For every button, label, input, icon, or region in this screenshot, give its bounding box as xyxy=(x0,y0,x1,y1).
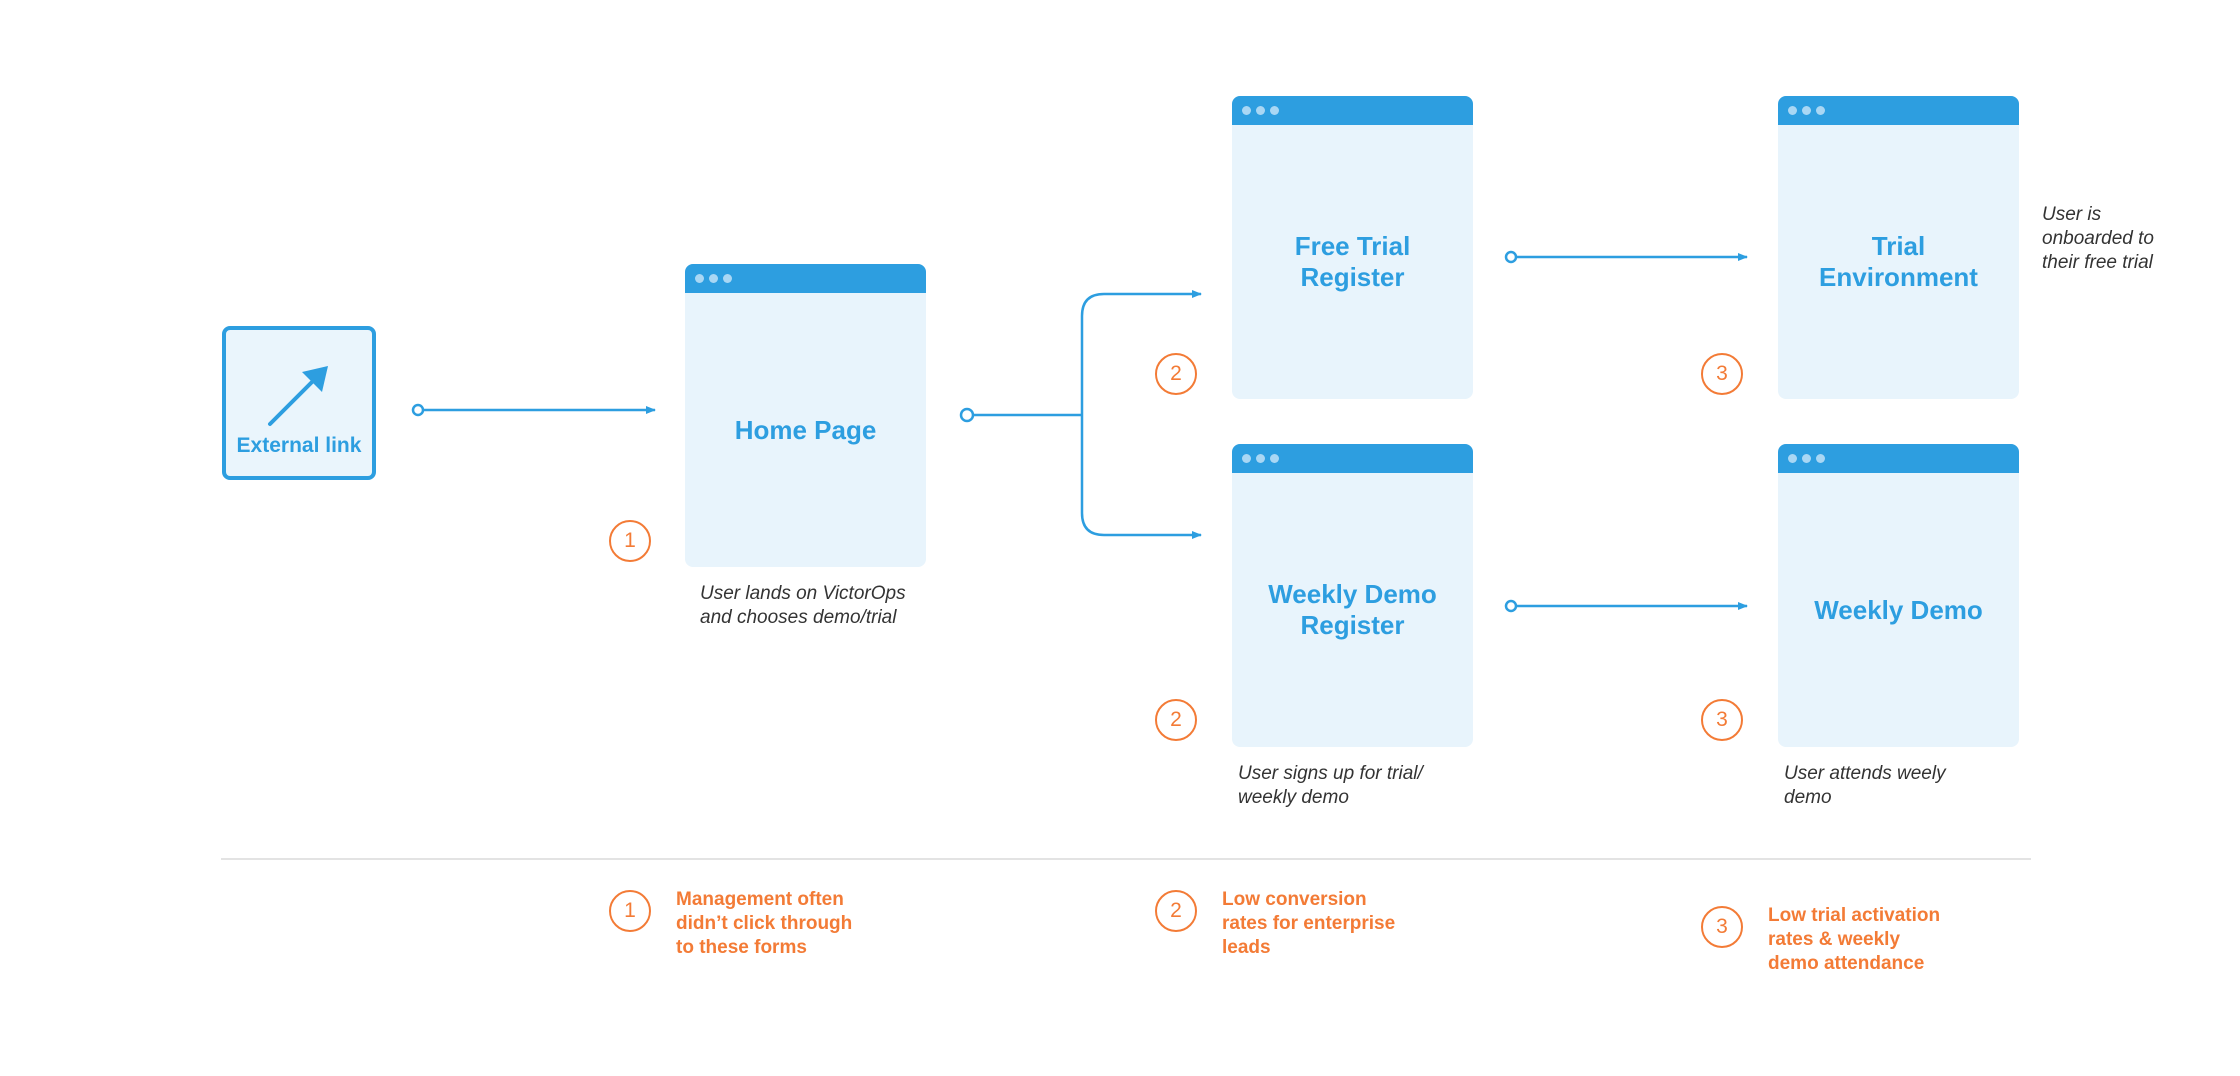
home-page-title: Home Page xyxy=(734,414,877,445)
window-titlebar xyxy=(1232,444,1473,473)
weekly-demo-register-step-badge: 2 xyxy=(1155,699,1197,741)
trial-environment-window: Trial Environment xyxy=(1778,96,2019,399)
weekly-demo-window: Weekly Demo xyxy=(1778,444,2019,747)
note-1-badge: 1 xyxy=(609,890,651,932)
note-3-badge: 3 xyxy=(1701,906,1743,948)
window-dot-icon xyxy=(1270,454,1279,463)
weekly-demo-step-badge: 3 xyxy=(1701,699,1743,741)
window-dot-icon xyxy=(1242,454,1251,463)
window-dot-icon xyxy=(723,274,732,283)
window-dot-icon xyxy=(1802,454,1811,463)
window-dot-icon xyxy=(1270,106,1279,115)
window-dot-icon xyxy=(709,274,718,283)
trial-environment-title: Trial Environment xyxy=(1819,231,1978,292)
window-dot-icon xyxy=(1816,454,1825,463)
weekly-demo-register-title: Weekly Demo Register xyxy=(1268,579,1437,640)
weekly-demo-caption: User attends weely demo xyxy=(1784,763,1946,808)
free-trial-register-title: Free Trial Register xyxy=(1294,231,1411,292)
window-dot-icon xyxy=(1788,106,1797,115)
window-titlebar xyxy=(1778,444,2019,473)
trial-environment-caption: User is onboarded to their free trial xyxy=(2042,204,2154,273)
home-page-window: Home Page xyxy=(685,264,926,567)
external-link-label: External link xyxy=(236,434,362,457)
home-page-step-badge: 1 xyxy=(609,520,651,562)
free-trial-step-badge: 2 xyxy=(1155,353,1197,395)
connector-start-4 xyxy=(1504,599,1518,613)
window-titlebar xyxy=(1778,96,2019,125)
window-dot-icon xyxy=(1256,454,1265,463)
note-2-text: Low conversion rates for enterprise lead… xyxy=(1222,889,1396,958)
connector-start-3 xyxy=(1504,250,1518,264)
free-trial-register-window: Free Trial Register xyxy=(1232,96,1473,399)
trial-environment-step-badge: 3 xyxy=(1701,353,1743,395)
connector-branch-to-demo xyxy=(1080,415,1202,539)
weekly-demo-register-caption: User signs up for trial/ weekly demo xyxy=(1238,763,1423,808)
weekly-demo-title: Weekly Demo xyxy=(1814,594,1983,625)
window-titlebar xyxy=(1232,96,1473,125)
external-link-node: External link xyxy=(222,326,376,480)
connector-branch-to-trial xyxy=(1080,290,1202,415)
window-dot-icon xyxy=(695,274,704,283)
window-dot-icon xyxy=(1816,106,1825,115)
window-titlebar xyxy=(685,264,926,293)
window-dot-icon xyxy=(1802,106,1811,115)
section-divider xyxy=(221,858,2031,860)
window-dot-icon xyxy=(1256,106,1265,115)
window-dot-icon xyxy=(1788,454,1797,463)
weekly-demo-register-window: Weekly Demo Register xyxy=(1232,444,1473,747)
note-2-badge: 2 xyxy=(1155,890,1197,932)
home-page-caption: User lands on VictorOps and chooses demo… xyxy=(700,583,906,628)
external-link-arrow-icon xyxy=(268,366,328,426)
note-3-text: Low trial activation rates & weekly demo… xyxy=(1768,905,1941,974)
connector-start-1 xyxy=(411,403,425,417)
note-1-text: Management often didn’t click through to… xyxy=(676,889,853,958)
window-dot-icon xyxy=(1242,106,1251,115)
connector-start-2 xyxy=(959,407,975,423)
